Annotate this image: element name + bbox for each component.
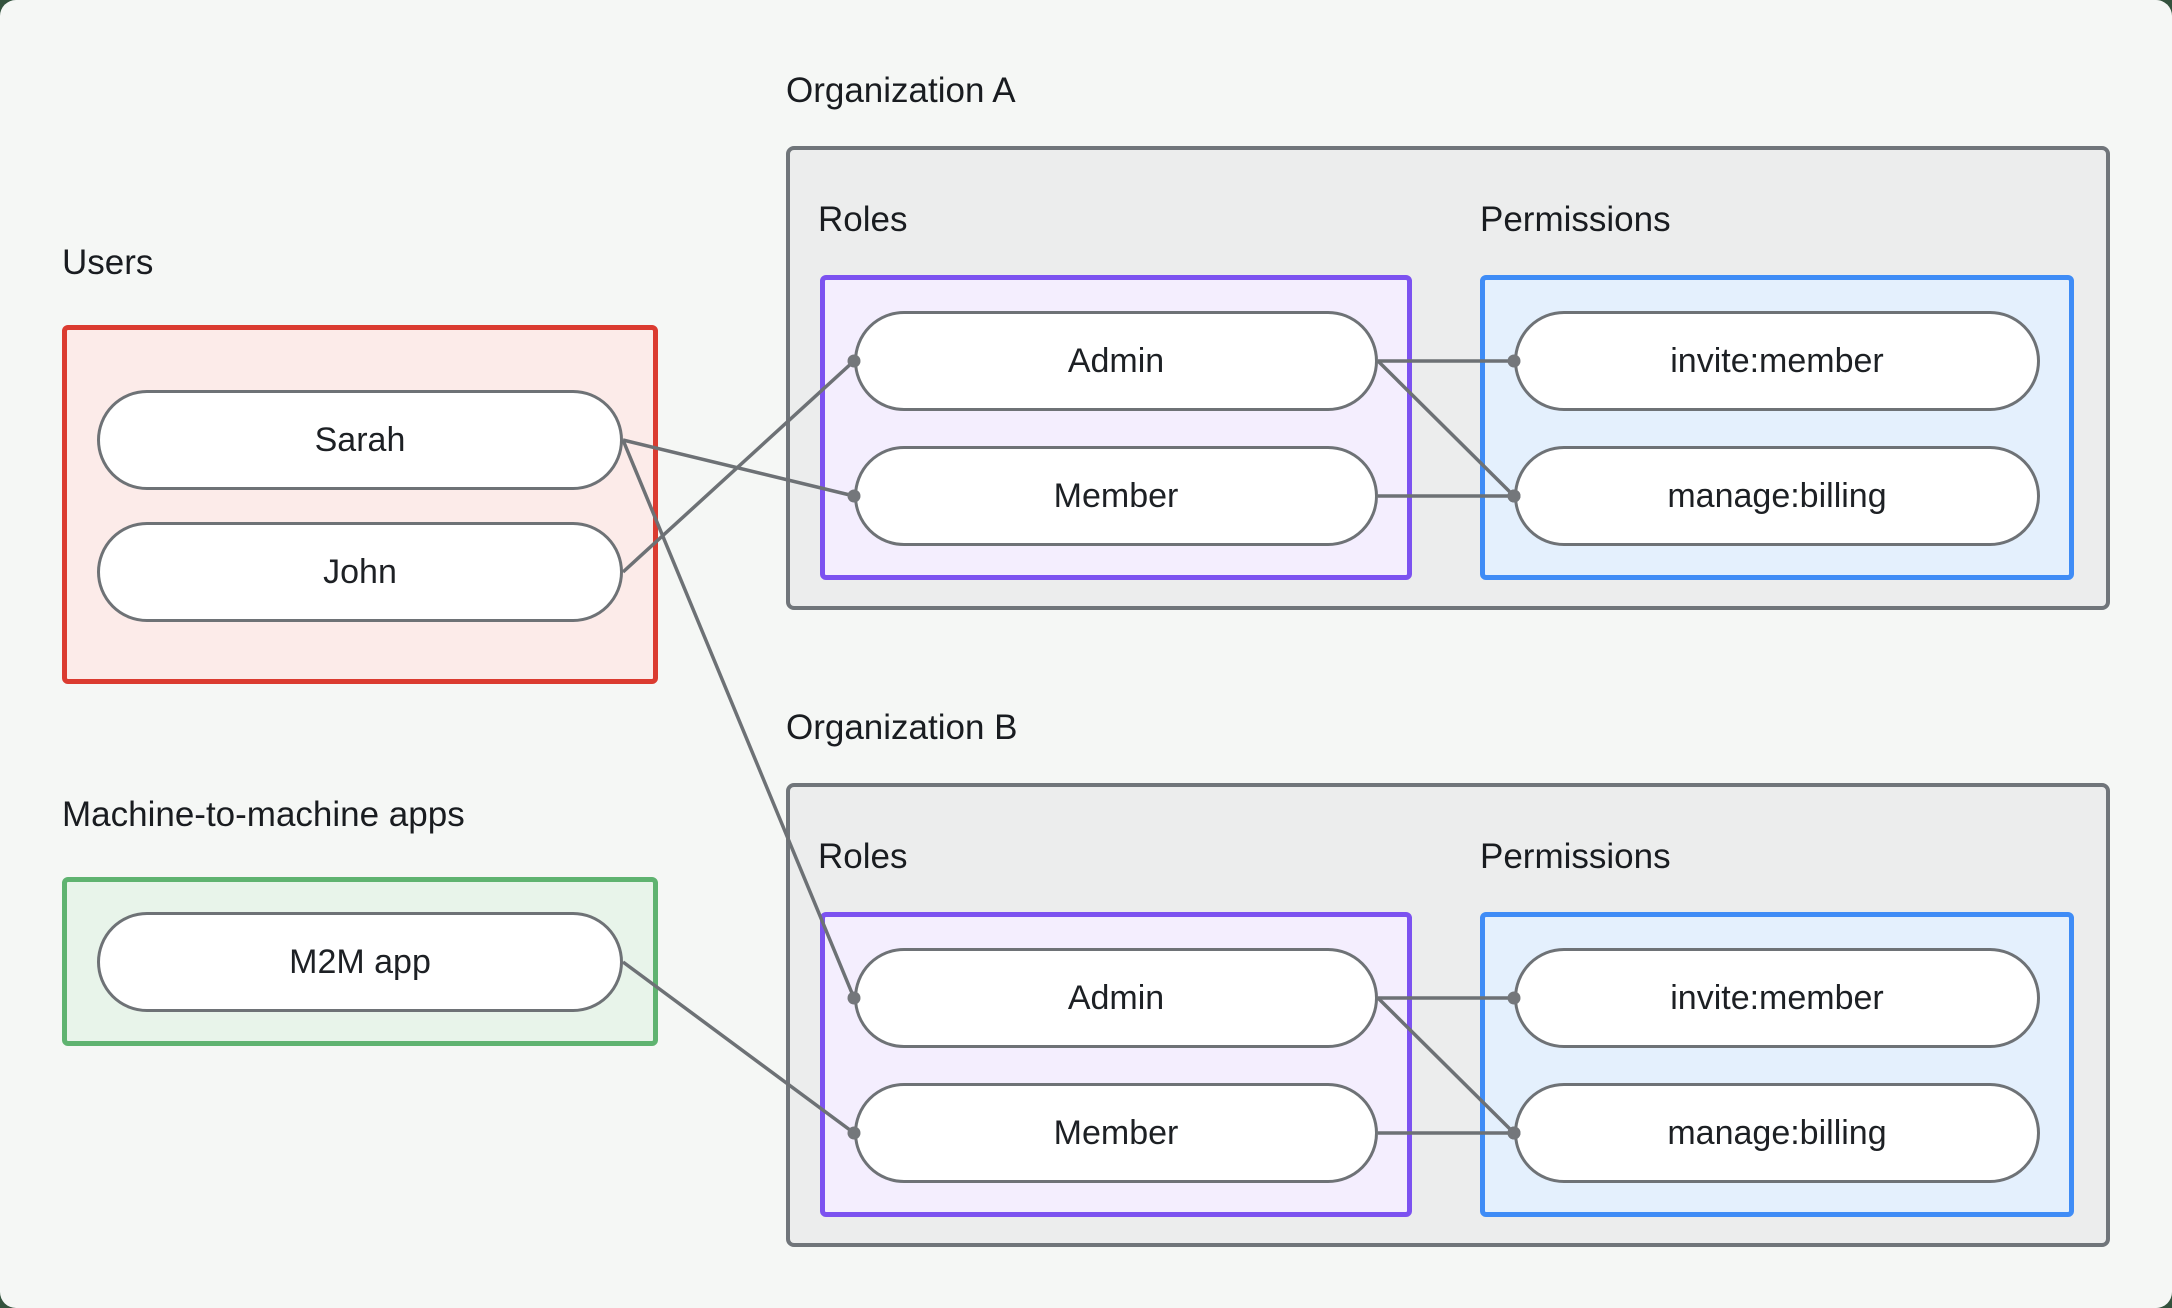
m2m-group-box: M2M app (62, 877, 658, 1046)
users-group-box: Sarah John (62, 325, 658, 684)
org-b-permission-invite-member-label: invite:member (1670, 978, 1884, 1017)
org-a-roles-box: Admin Member (820, 275, 1412, 580)
org-a-title: Organization A (786, 71, 1016, 110)
org-b-role-admin: Admin (854, 948, 1378, 1048)
user-node-sarah: Sarah (97, 390, 623, 490)
org-a-roles-label: Roles (818, 200, 908, 239)
m2m-app-node-label: M2M app (289, 942, 431, 981)
org-b-title: Organization B (786, 708, 1018, 747)
org-b-permission-invite-member: invite:member (1514, 948, 2040, 1048)
org-a-permission-manage-billing-label: manage:billing (1667, 476, 1887, 515)
user-node-sarah-label: Sarah (314, 420, 406, 459)
org-b-box: Roles Admin Member Permissions invite:me… (786, 783, 2110, 1247)
user-node-john: John (97, 522, 623, 622)
org-a-permissions-box: invite:member manage:billing (1480, 275, 2074, 580)
org-b-roles-box: Admin Member (820, 912, 1412, 1217)
org-a-role-admin: Admin (854, 311, 1378, 411)
org-a-permission-invite-member: invite:member (1514, 311, 2040, 411)
org-a-role-member: Member (854, 446, 1378, 546)
org-a-permissions-label: Permissions (1480, 200, 1671, 239)
org-b-role-member: Member (854, 1083, 1378, 1183)
m2m-group-label: Machine-to-machine apps (62, 795, 465, 834)
org-b-roles-label: Roles (818, 837, 908, 876)
org-a-permission-manage-billing: manage:billing (1514, 446, 2040, 546)
org-b-role-admin-label: Admin (1067, 978, 1165, 1017)
org-a-role-admin-label: Admin (1067, 341, 1165, 380)
org-b-permission-manage-billing: manage:billing (1514, 1083, 2040, 1183)
org-a-role-member-label: Member (1053, 476, 1179, 515)
org-b-permission-manage-billing-label: manage:billing (1667, 1113, 1887, 1152)
org-b-role-member-label: Member (1053, 1113, 1179, 1152)
org-b-permissions-box: invite:member manage:billing (1480, 912, 2074, 1217)
org-a-box: Roles Admin Member Permissions invite:me… (786, 146, 2110, 610)
org-a-permission-invite-member-label: invite:member (1670, 341, 1884, 380)
org-b-permissions-label: Permissions (1480, 837, 1671, 876)
user-node-john-label: John (323, 552, 397, 591)
users-group-label: Users (62, 243, 154, 282)
m2m-app-node: M2M app (97, 912, 623, 1012)
